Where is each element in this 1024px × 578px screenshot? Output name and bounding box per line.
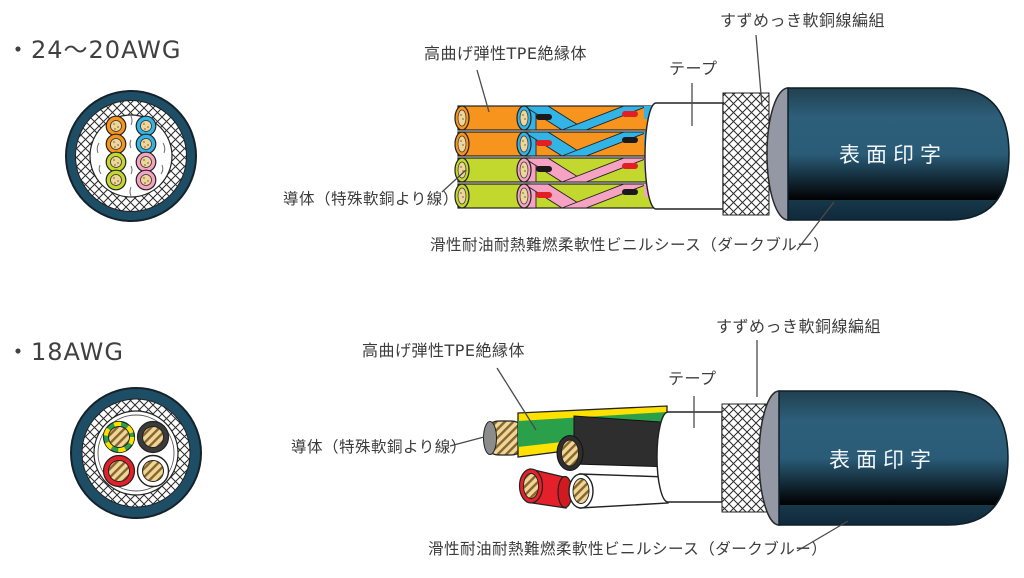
braid-layer [722,92,770,216]
wire-white [568,473,669,509]
callout-sheath-top: 滑性耐油耐熱難燃柔軟性ビニルシース（ダークブルー） [430,236,830,254]
cross-section-cores [102,420,170,488]
callout-braid-bottom: すずめっき軟銅線編組 [716,317,882,336]
cross-section-18awg [70,387,202,519]
core-green-yellow [102,420,136,454]
cross-section-wires [105,115,157,191]
twisted-pair [454,157,655,183]
callout-tape-top: テープ [669,59,718,78]
twisted-pair [454,183,655,209]
tape-layer [644,102,724,210]
wire-red [518,468,573,509]
surface-print-top: 表面印字 [839,143,947,167]
filler-marks [96,115,166,197]
callout-tape-bottom: テープ [668,369,717,388]
wire-black [556,415,675,471]
sheath-layer [778,390,1009,526]
callout-insulation-top: 高曲げ弾性TPE絶縁体 [424,44,588,63]
size-label-18awg: ・18AWG [6,338,124,366]
callout-conductor-top: 導体（特殊軟銅より線） [283,190,459,208]
core-red [102,454,136,488]
cutaway-24-20awg [454,87,1010,221]
sheath-layer [787,87,1010,221]
cutaway-18awg [483,390,1009,526]
callout-conductor-bottom: 導体（特殊軟銅より線） [291,438,467,456]
core-white [136,454,170,488]
twisted-pair [454,105,655,131]
callout-insulation-bottom: 高曲げ弾性TPE絶縁体 [362,341,526,360]
leader-lines [441,34,849,552]
tape-layer [656,411,723,503]
callout-sheath-bottom: 滑性耐油耐熱難燃柔軟性ビニルシース（ダークブルー） [428,540,828,558]
cross-section-24-20awg [65,90,197,222]
twisted-pair [454,131,655,157]
size-label-24-20awg: ・24～20AWG [6,36,182,64]
surface-print-bottom: 表面印字 [829,448,937,472]
core-black [136,420,170,454]
callout-braid-top: すずめっき軟銅線編組 [720,11,886,30]
